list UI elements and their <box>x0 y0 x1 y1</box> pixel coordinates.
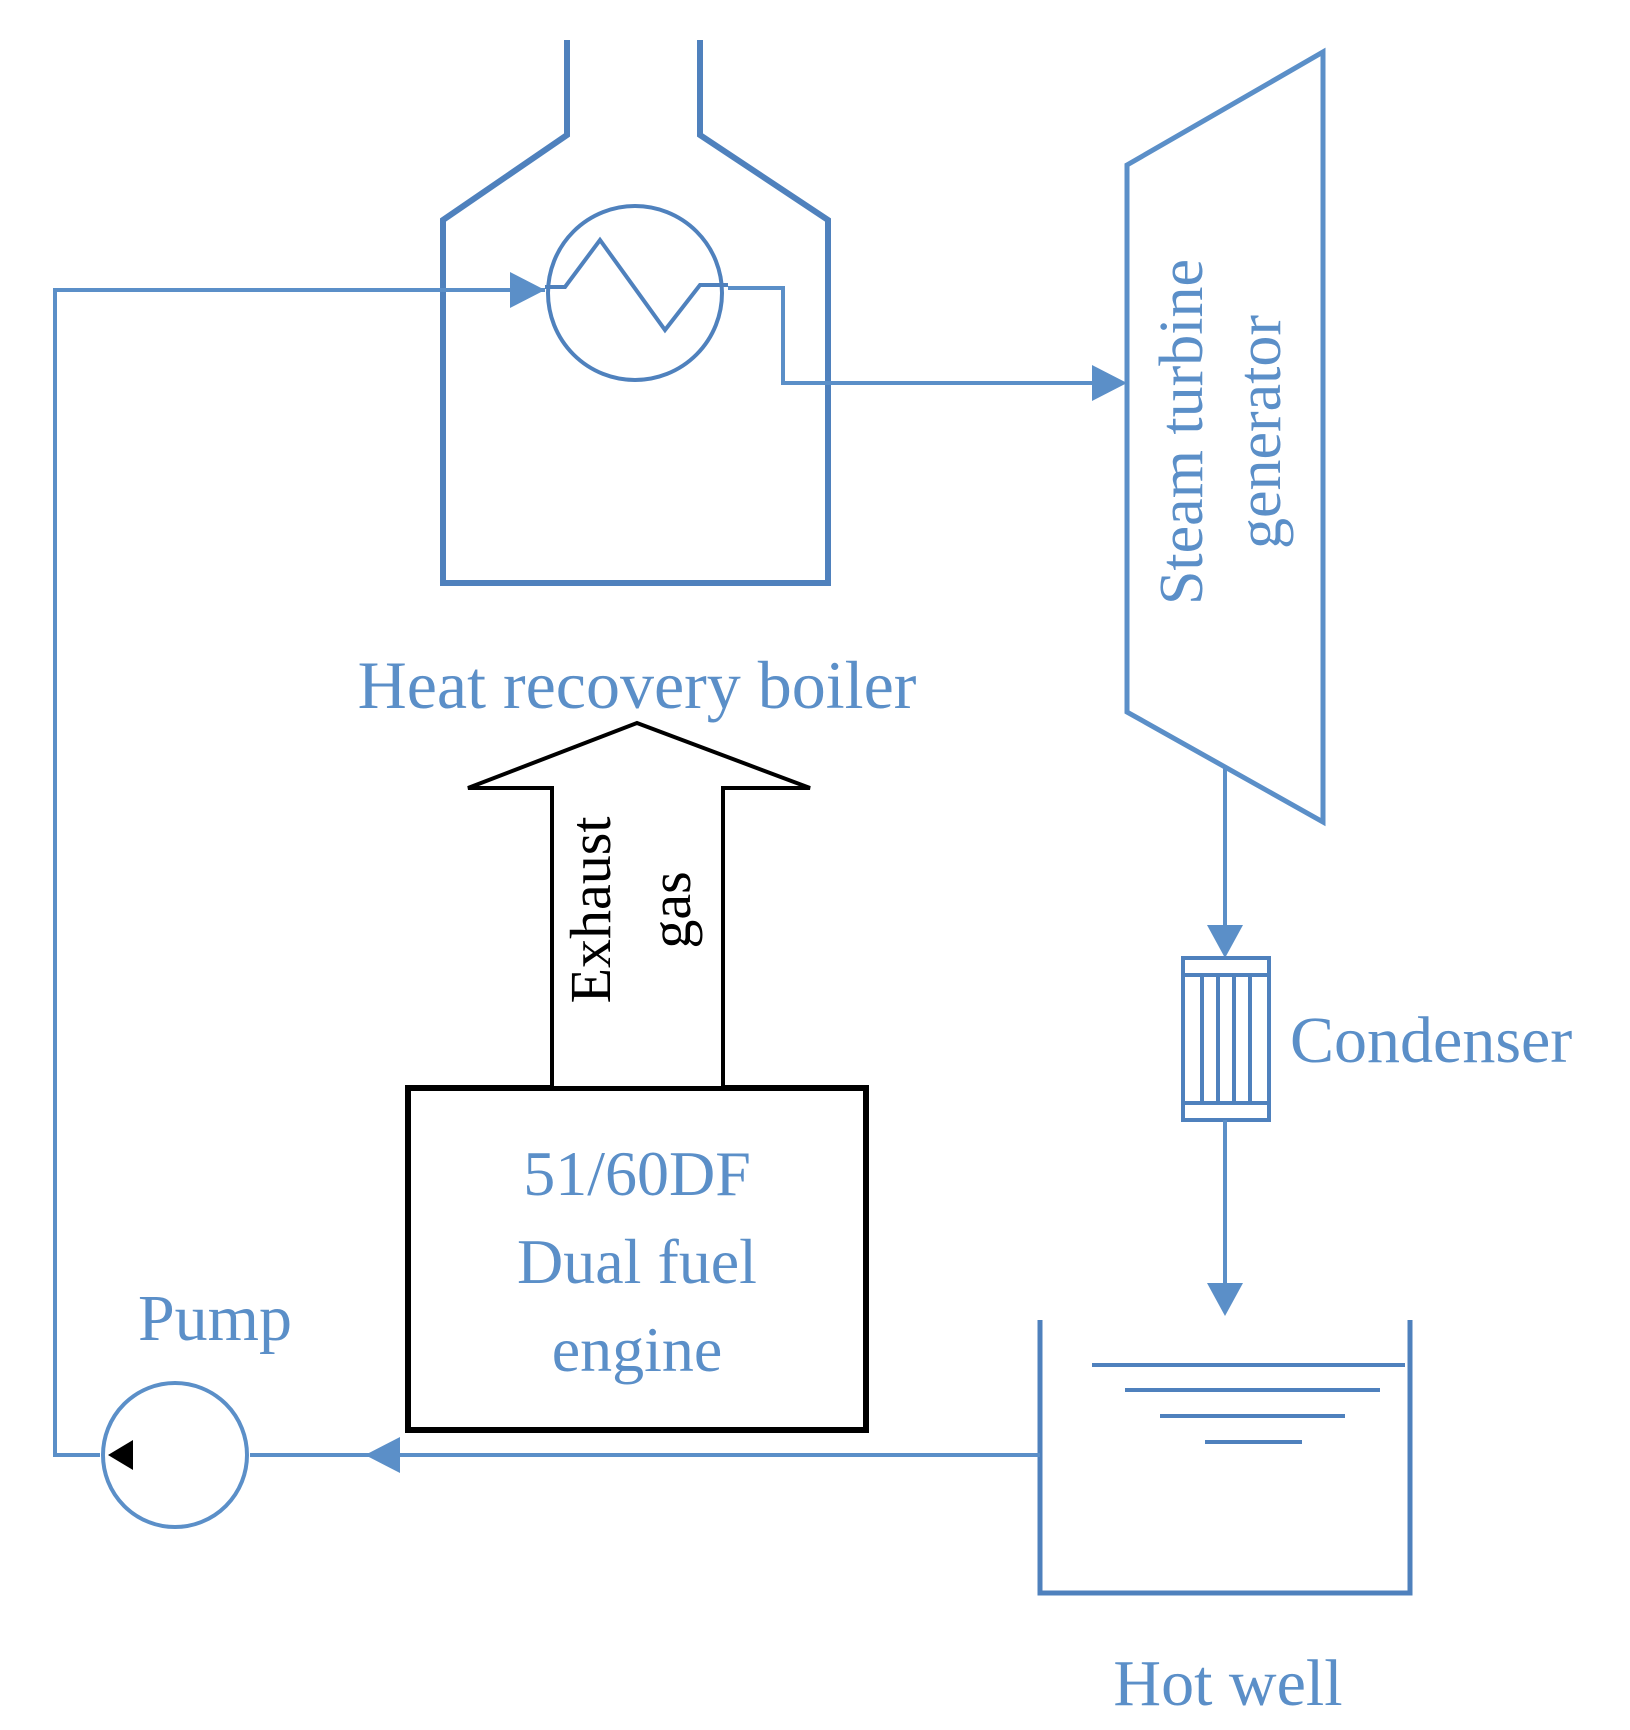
exhaust-gas-arrow <box>467 720 811 1090</box>
dual-fuel-engine <box>405 1085 869 1433</box>
turbine-label-line1: Steam turbine <box>1148 259 1216 605</box>
heat-exchanger-coil <box>545 204 728 382</box>
condenser <box>1181 956 1271 1122</box>
return-arrow-icon <box>365 1437 400 1473</box>
pump <box>101 1381 249 1529</box>
hot-well-inlet-arrow-icon <box>1207 1283 1243 1316</box>
pump-direction-icon <box>108 1440 133 1470</box>
steam-pipe <box>728 286 1092 385</box>
exhaust-label-line1: Exhaust <box>558 817 623 1004</box>
condenser-label: Condenser <box>1290 1004 1572 1077</box>
engine-label-line2: Dual fuel <box>517 1226 757 1297</box>
boiler-label: Heat recovery boiler <box>358 647 917 723</box>
heat-recovery-boiler <box>440 40 831 586</box>
condenser-inlet-arrow-icon <box>1207 925 1243 958</box>
exhaust-label-line2: gas <box>638 871 703 948</box>
steam-turbine-generator <box>1124 47 1326 827</box>
turbine-label-line2: generator <box>1226 315 1294 549</box>
water-level-icon <box>1092 1363 1405 1444</box>
hot-well-label: Hot well <box>1113 1647 1342 1720</box>
engine-label-line3: engine <box>552 1314 723 1385</box>
steam-arrow-icon <box>1092 365 1127 401</box>
engine-label-line1: 51/60DF <box>523 1138 751 1209</box>
feed-arrow-icon <box>510 272 545 308</box>
hot-well-tank <box>1037 1320 1413 1596</box>
pump-label: Pump <box>138 1282 292 1355</box>
